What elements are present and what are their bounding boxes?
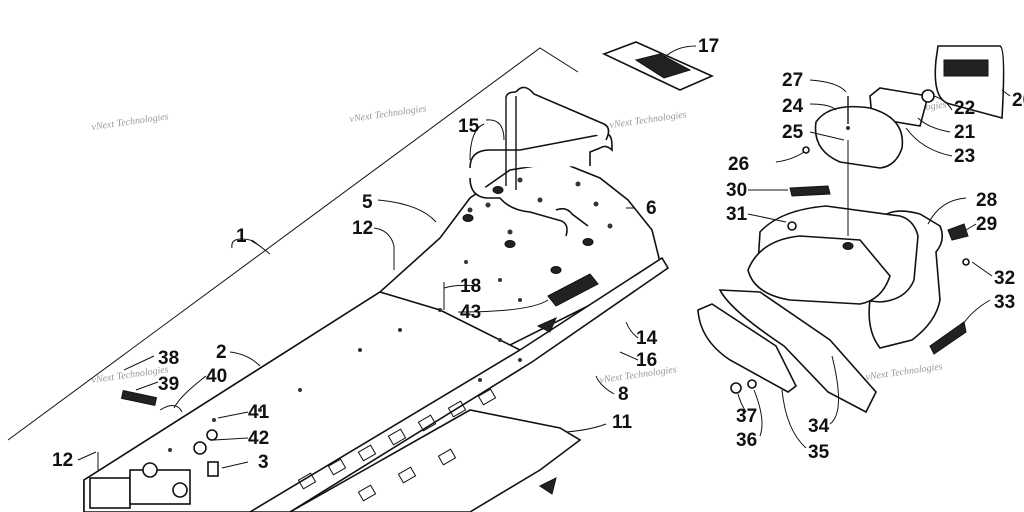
watermark: vNext Technologies — [349, 103, 428, 125]
callout-15: 15 — [458, 116, 480, 137]
watermark: vNext Technologies — [91, 111, 170, 133]
callout-24: 24 — [782, 96, 804, 117]
bulb — [921, 89, 935, 103]
watermark: vNext Technologies — [865, 361, 944, 383]
rivets — [168, 177, 613, 452]
callout-39: 39 — [158, 374, 179, 395]
callout-34: 34 — [808, 416, 830, 437]
callout-8: 8 — [618, 384, 629, 405]
callout-36: 36 — [736, 430, 757, 451]
callout-29: 29 — [976, 214, 997, 235]
tail-light-assembly — [802, 45, 1005, 169]
callout-18: 18 — [460, 276, 481, 297]
rear-flap-base — [747, 235, 891, 305]
callout-40: 40 — [206, 366, 227, 387]
callout-43: 43 — [460, 302, 481, 323]
assembly-outline — [7, 47, 579, 441]
callout-23: 23 — [954, 146, 975, 167]
callout-30: 30 — [726, 180, 747, 201]
callout-35: 35 — [808, 442, 830, 463]
callout-26: 26 — [728, 154, 749, 175]
callout-6: 6 — [646, 198, 657, 219]
traction-cutouts — [297, 388, 497, 502]
callout-27: 27 — [782, 70, 803, 91]
callout-17: 17 — [698, 36, 719, 57]
tunnel-decal — [547, 273, 599, 307]
callout-labels: 1 2 3 5 6 8 11 12 12 14 15 16 17 18 20 2… — [52, 36, 1024, 473]
grab-handle — [469, 86, 613, 237]
callout-5: 5 — [362, 192, 373, 213]
grab-handle-bar — [469, 132, 613, 169]
rear-decal-plate — [601, 41, 714, 91]
reflector — [929, 321, 967, 355]
tunnel-assembly — [7, 47, 670, 512]
watermark: vNext Technologies — [609, 109, 688, 131]
reflector-upper — [947, 223, 969, 241]
callout-22: 22 — [954, 98, 975, 119]
front-brackets — [89, 389, 219, 509]
callout-33: 33 — [994, 292, 1015, 313]
callout-25: 25 — [782, 122, 804, 143]
tunnel-arrow-decal — [536, 317, 557, 333]
callout-28: 28 — [976, 190, 997, 211]
bumper-decal — [789, 185, 831, 197]
washer — [747, 379, 757, 389]
nut — [730, 382, 742, 394]
callout-12: 12 — [52, 450, 73, 471]
callout-21: 21 — [954, 122, 976, 143]
callout-14: 14 — [636, 328, 658, 349]
tail-light-mount — [814, 105, 904, 169]
callout-11: 11 — [612, 412, 633, 433]
callout-1: 1 — [236, 226, 247, 247]
callout-42: 42 — [248, 428, 269, 449]
leader-lines — [77, 45, 1011, 470]
tunnel-arrow-decal-lower — [539, 477, 557, 495]
tunnel-side-rail — [248, 256, 670, 512]
callout-3: 3 — [258, 452, 269, 473]
callout-31: 31 — [726, 204, 748, 225]
callout-12: 12 — [352, 218, 373, 239]
callout-2: 2 — [216, 342, 227, 363]
callout-32: 32 — [994, 268, 1015, 289]
callout-20: 20 — [1012, 90, 1024, 111]
callout-41: 41 — [248, 402, 270, 423]
callout-16: 16 — [636, 350, 657, 371]
callout-37: 37 — [736, 406, 757, 427]
callout-38: 38 — [158, 348, 179, 369]
running-board — [288, 409, 582, 512]
snow-flap — [697, 303, 798, 393]
